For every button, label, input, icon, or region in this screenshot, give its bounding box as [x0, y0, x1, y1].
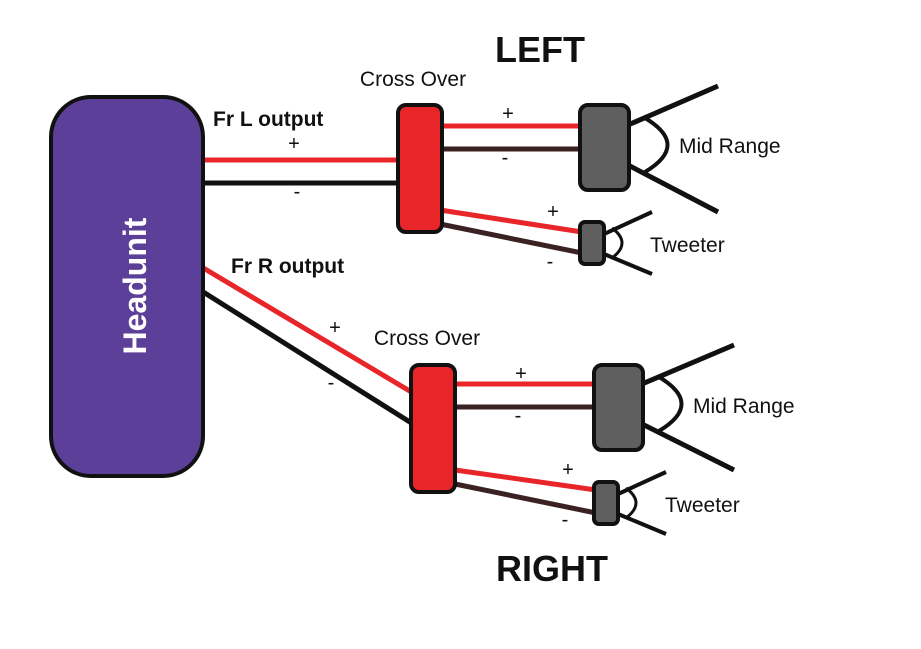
left-input-minus: -	[294, 181, 301, 203]
right-input-minus: -	[328, 372, 335, 394]
right-mid-plus: +	[515, 363, 527, 385]
left-crossover	[396, 103, 444, 234]
right-mid-range-speaker-icon	[592, 342, 736, 473]
right-input-plus: +	[329, 317, 341, 339]
left-tweeter-plus: +	[547, 201, 559, 223]
left-tweeter-positive-wire	[439, 207, 583, 235]
right-mid-minus: -	[515, 405, 522, 427]
right-tweeter-minus: -	[562, 509, 569, 531]
headunit-body	[49, 95, 205, 478]
left-output-label: Fr L output	[213, 108, 323, 131]
right-input-positive-wire	[198, 263, 415, 396]
right-wires	[198, 263, 597, 516]
right-title: RIGHT	[496, 548, 608, 589]
headunit: Headunit	[49, 95, 205, 478]
left-tweeter-arc	[611, 226, 624, 260]
right-tweeter-negative-wire	[454, 481, 597, 516]
left-tweeter-icon	[578, 210, 653, 276]
right-tweeter-icon	[592, 470, 667, 536]
headunit-label: Headunit	[117, 217, 153, 354]
right-mid-label: Mid Range	[693, 395, 795, 418]
left-input-plus: +	[288, 133, 300, 155]
right-input-negative-wire	[198, 287, 415, 427]
left-wires	[200, 123, 583, 256]
right-output-label: Fr R output	[231, 255, 344, 278]
right-tweeter-positive-wire	[454, 467, 597, 493]
right-tweeter-plus: +	[562, 459, 574, 481]
left-mid-label: Mid Range	[679, 135, 781, 158]
left-tweeter-negative-wire	[439, 221, 583, 256]
right-crossover-label: Cross Over	[374, 327, 480, 350]
right-tweeter-magnet	[592, 480, 620, 526]
right-tweeter-cone	[616, 470, 667, 536]
left-crossover-label: Cross Over	[360, 68, 466, 91]
left-mid-plus: +	[502, 103, 514, 125]
left-mid-magnet	[578, 103, 631, 192]
left-tweeter-minus: -	[547, 251, 554, 273]
left-mid-arc	[643, 116, 670, 174]
left-mid-range-speaker-icon	[578, 83, 720, 215]
right-mid-arc	[657, 375, 684, 433]
right-tweeter-arc	[625, 486, 638, 520]
left-tweeter-cone	[602, 210, 653, 276]
right-tweeter-label: Tweeter	[665, 494, 740, 517]
left-tweeter-magnet	[578, 220, 606, 266]
left-title: LEFT	[495, 29, 585, 70]
left-mid-minus: -	[502, 147, 509, 169]
right-crossover	[409, 363, 457, 494]
left-tweeter-label: Tweeter	[650, 234, 725, 257]
right-mid-magnet	[592, 363, 645, 452]
